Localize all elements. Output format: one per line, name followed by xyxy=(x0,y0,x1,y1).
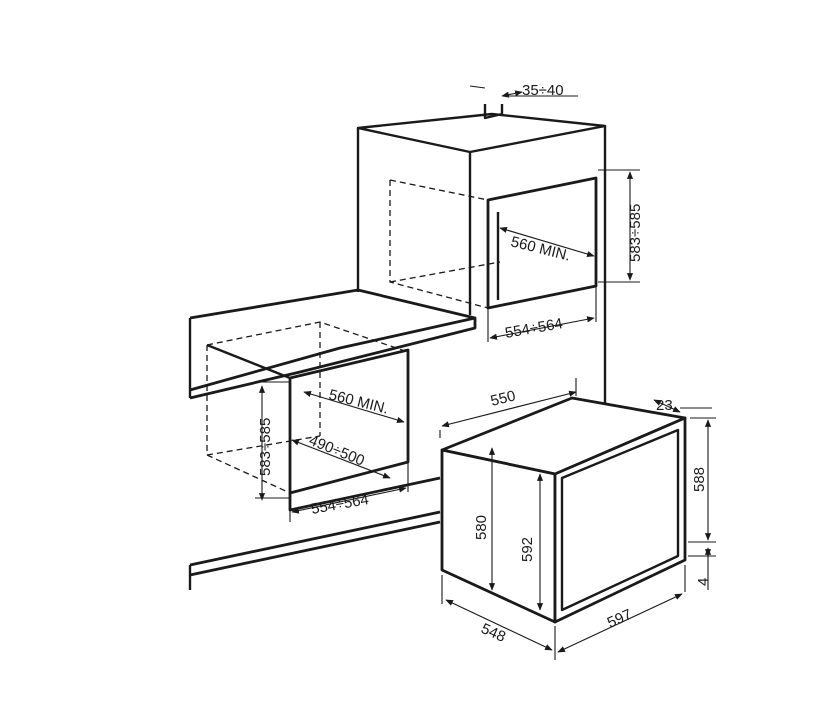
label-oven-width: 597 xyxy=(605,606,635,632)
label-oven-body-height: 580 xyxy=(473,515,490,540)
tall-cabinet xyxy=(356,104,607,410)
label-oven-depth-bottom: 548 xyxy=(478,620,508,646)
label-oven-front-height: 592 xyxy=(519,537,536,562)
label-top-niche-depth: 560 MIN. xyxy=(509,233,572,264)
label-top-niche-height: 583÷585 xyxy=(627,204,644,262)
worktop xyxy=(188,288,477,400)
dimension-lines xyxy=(255,85,716,660)
plinth xyxy=(188,476,441,590)
label-under-niche-height: 583÷585 xyxy=(257,418,274,476)
dimension-labels: 35÷40 583÷585 560 MIN. 554÷564 583÷585 5… xyxy=(257,82,712,646)
oven-body xyxy=(440,396,687,624)
top-niche xyxy=(389,176,598,310)
label-top-niche-width: 554÷564 xyxy=(504,315,564,342)
label-under-niche-depth-min: 560 MIN. xyxy=(327,386,390,417)
label-oven-depth-top: 550 xyxy=(489,387,517,410)
label-oven-door-height: 588 xyxy=(691,467,708,492)
label-oven-front-offset: 23 xyxy=(656,397,673,414)
label-under-niche-depth-range: 490÷500 xyxy=(307,432,367,470)
label-oven-bottom-offset: 4 xyxy=(695,578,712,586)
label-under-niche-width: 554÷564 xyxy=(310,491,370,518)
label-top-niche-gap: 35÷40 xyxy=(522,82,564,99)
